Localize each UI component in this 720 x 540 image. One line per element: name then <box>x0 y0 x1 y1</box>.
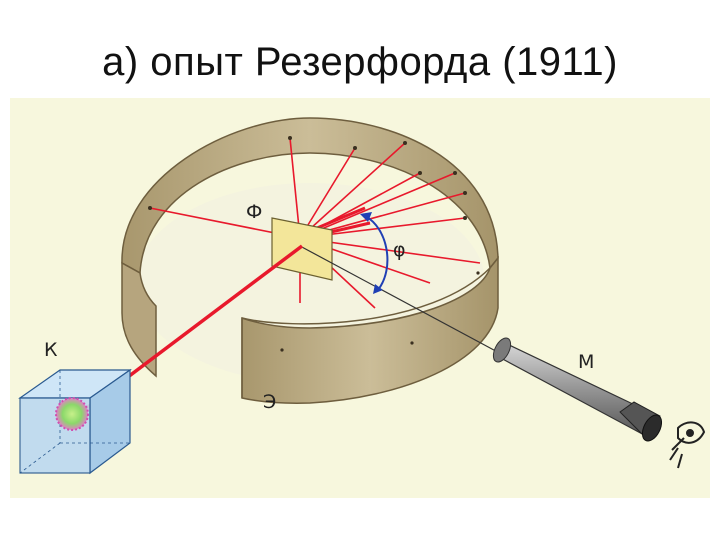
angle-arrow <box>364 215 389 291</box>
screen-hit-dots <box>148 136 480 352</box>
rutherford-experiment-diagram: К Ф φ Э М <box>10 98 710 498</box>
gold-foil <box>271 217 333 281</box>
label-angle: φ <box>393 239 406 261</box>
diagram-canvas: К Ф φ Э М <box>10 98 710 498</box>
screen-left-segment <box>121 261 157 378</box>
observer-eye-icon <box>669 421 706 469</box>
microscope <box>492 337 663 442</box>
radioactive-source <box>55 397 89 431</box>
angle-arrowhead-bottom <box>373 284 383 294</box>
label-screen: Э <box>263 391 276 413</box>
label-microscope: М <box>578 351 594 373</box>
label-foil: Ф <box>246 201 262 223</box>
slide-title: а) опыт Резерфорда (1911) <box>102 40 618 84</box>
screen-top-rim <box>241 267 491 325</box>
angle-arrowhead-top <box>360 212 372 222</box>
label-source: К <box>44 339 58 361</box>
microscope-axis <box>299 245 506 357</box>
